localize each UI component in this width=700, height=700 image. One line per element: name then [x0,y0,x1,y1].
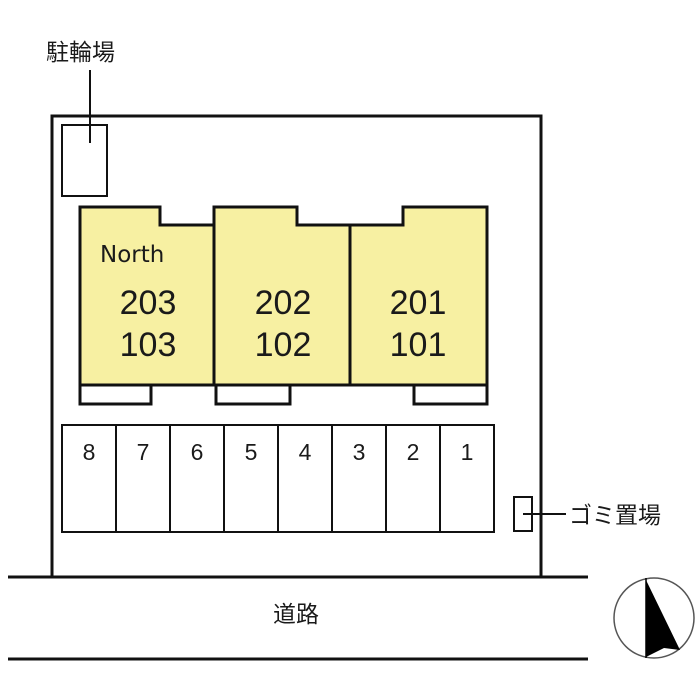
parking-space-number: 1 [461,439,474,465]
parking-space-number: 6 [191,439,204,465]
building-201-101: 201 101 [348,205,489,406]
unit-lower: 101 [390,326,447,364]
bicycle-parking-area [61,124,108,197]
road-label: 道路 [273,602,319,628]
north-label: North [100,242,164,268]
parking-space-number: 2 [407,439,420,465]
parking-space-number: 4 [299,439,312,465]
balcony [214,383,292,406]
site-boundary [50,114,543,577]
north-arrow-icon [613,577,695,659]
balcony [78,383,153,406]
unit-lower: 102 [255,326,312,364]
balcony [412,383,489,406]
unit-upper: 203 [120,284,177,322]
unit-lower: 103 [120,326,177,364]
parking-lot: 8 7 6 5 4 3 2 1 [61,424,495,533]
unit-upper: 202 [255,284,312,322]
bicycle-parking-label: 駐輪場 [46,40,115,66]
building-203-103: North 203 103 [78,205,216,406]
building-202-102: 202 102 [212,205,352,406]
parking-space [439,424,495,533]
parking-space-number: 7 [137,439,150,465]
parking-space-number: 8 [83,439,96,465]
garbage-area-label: ゴミ置場 [569,503,661,529]
parking-space-number: 3 [353,439,366,465]
parking-space-number: 5 [245,439,258,465]
unit-upper: 201 [390,284,447,322]
